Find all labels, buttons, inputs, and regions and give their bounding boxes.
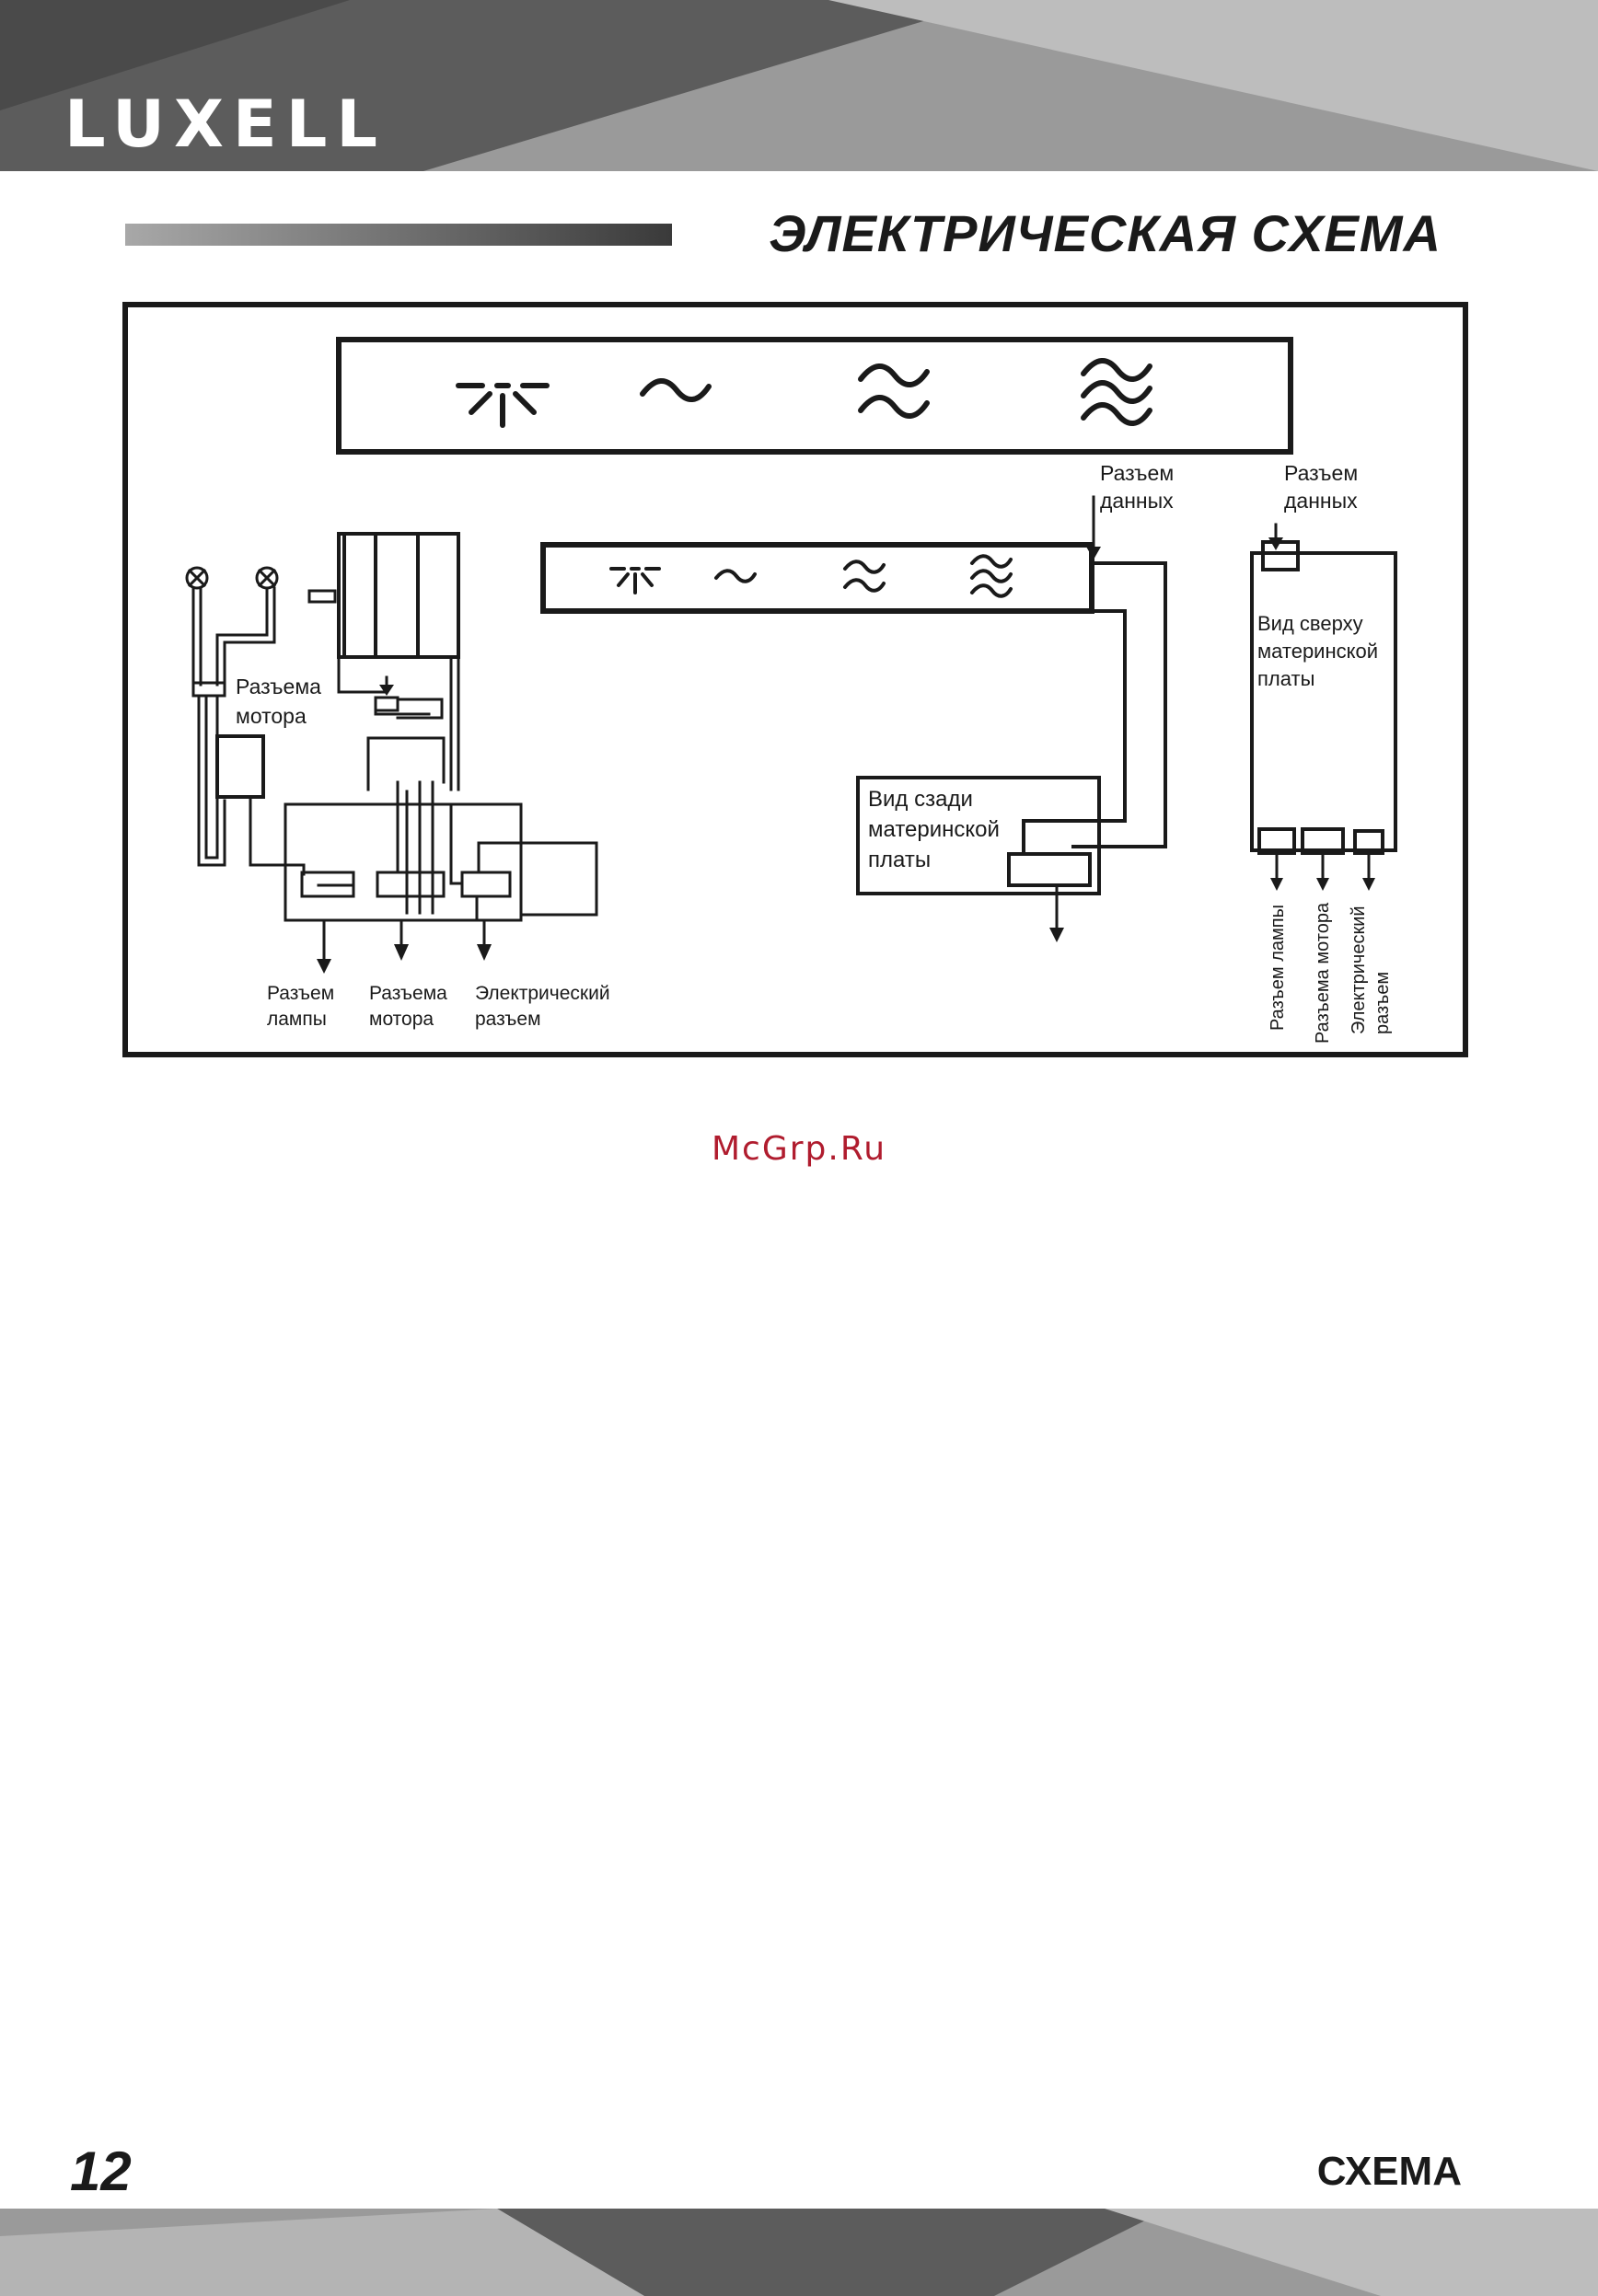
board-top-view: [1252, 553, 1395, 850]
fan-speed-3-icon: [1083, 361, 1150, 423]
data-connector-label-left: Разъем данных: [1100, 461, 1180, 513]
control-box: [285, 804, 521, 920]
vertical-electric-label: Электрический разъем: [1349, 901, 1393, 1034]
vertical-motor-label: Разъема мотора: [1313, 902, 1333, 1044]
fan-speed-1-icon: [643, 381, 709, 399]
light-icon-small: [611, 569, 659, 593]
vertical-lamp-label: Разъем лампы: [1268, 905, 1288, 1031]
watermark-link[interactable]: McGrp.Ru: [0, 1130, 1598, 1168]
light-icon: [458, 386, 547, 425]
motor-connector-bottom-label: Разъема мотора: [369, 983, 453, 1030]
board-rear-connector: [1009, 854, 1090, 885]
fan-speed-1-icon-small: [716, 571, 755, 582]
fan-speed-3-icon-small: [972, 556, 1011, 596]
page-number: 12: [70, 2144, 132, 2199]
board-top-data-connector: [1263, 542, 1298, 570]
fan-speed-2-icon: [861, 366, 927, 416]
motor-connector-label: Разъема мотора: [236, 675, 327, 728]
board-rear-label: Вид сзади материнской платы: [868, 787, 1006, 872]
data-connector-label-right: Разъем данных: [1284, 461, 1364, 513]
electric-connector-label: Электрический разъем: [475, 983, 615, 1030]
lamp-connector-label: Разъем лампы: [267, 983, 340, 1030]
capacitor-box: [217, 736, 263, 797]
lamp-symbol-right: [257, 568, 277, 588]
footer-section-title: СХЕМА: [1317, 2152, 1462, 2192]
motor-symbol: [309, 534, 458, 657]
lamp-terminal: [193, 683, 225, 696]
board-top-label: Вид сверху материнской платы: [1257, 612, 1384, 690]
electric-terminal: [462, 872, 510, 896]
motor-connector: [376, 698, 398, 710]
wiring-diagram: Разъем данных Разъем данных Разъема мото…: [0, 0, 1598, 1104]
footer-band: [0, 2209, 1598, 2296]
fan-speed-2-icon-small: [845, 561, 884, 591]
lamp-symbol-left: [187, 568, 207, 588]
control-panel-large: [339, 340, 1291, 452]
